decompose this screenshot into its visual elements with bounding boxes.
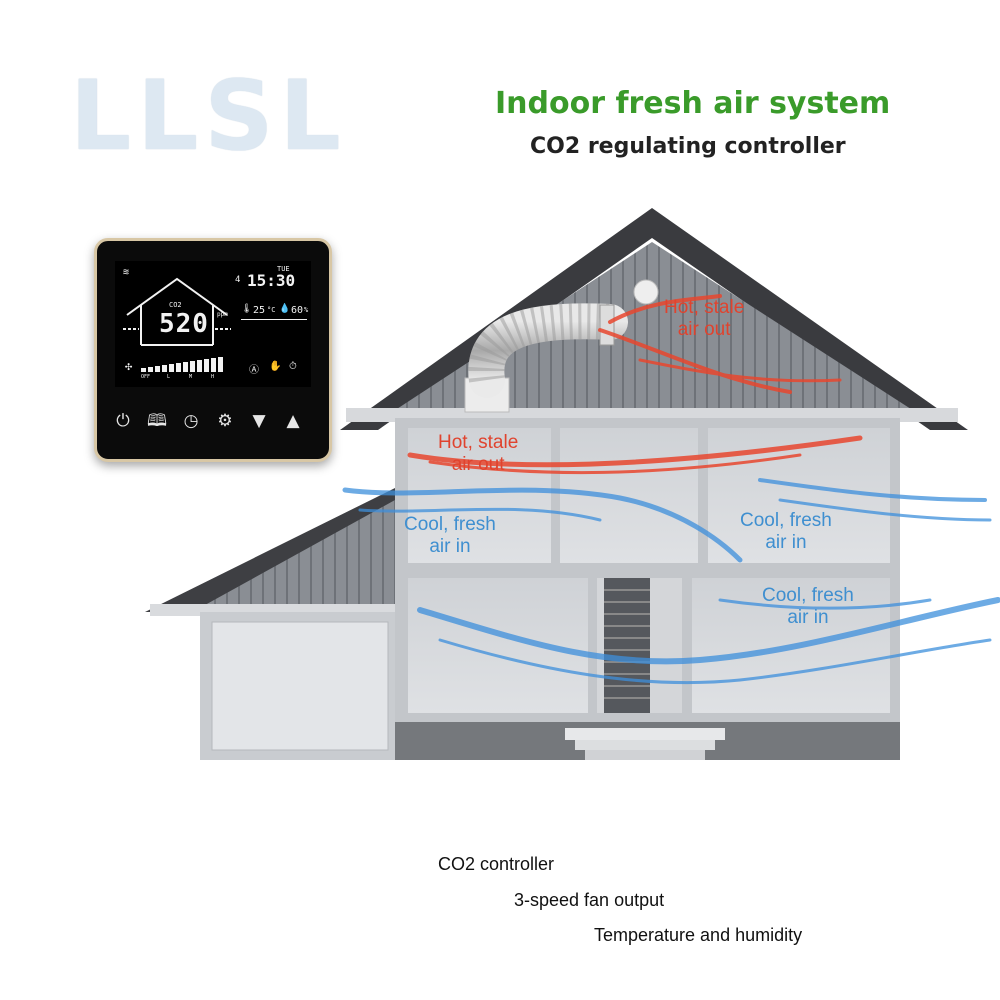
- room-upper-middle: [560, 428, 698, 563]
- entry-steps: [565, 728, 725, 740]
- settings-button[interactable]: ⚙: [217, 411, 233, 431]
- book-button[interactable]: 🕮: [146, 411, 168, 431]
- co2-controller-device: ≋ TUE 4 15:30 CO2 520 ppm 🌡 25 °C 💧 60 %…: [94, 238, 332, 462]
- fan-level-high: H: [211, 374, 215, 380]
- page-subtitle: CO2 regulating controller: [530, 134, 846, 159]
- fan-level-off: OFF: [141, 374, 151, 380]
- temperature-value: 25: [253, 305, 266, 316]
- co2-value: 520: [159, 309, 209, 339]
- thermometer-icon: 🌡: [241, 304, 253, 314]
- manual-hand-icon: ✋: [269, 361, 282, 372]
- house-outline-icon: [123, 277, 231, 346]
- day-label: TUE: [277, 265, 290, 273]
- humidity-value: 60: [291, 305, 304, 316]
- clock-button[interactable]: ◷: [183, 411, 199, 431]
- lcd-screen: ≋ TUE 4 15:30 CO2 520 ppm 🌡 25 °C 💧 60 %…: [115, 261, 311, 387]
- fan-level-medium: M: [189, 374, 193, 380]
- down-button[interactable]: ▼: [252, 411, 266, 431]
- room-lower-left: [408, 578, 588, 713]
- feature-co2-controller: CO2 controller: [438, 854, 555, 874]
- up-button[interactable]: ▲: [286, 411, 300, 431]
- staircase: [604, 578, 650, 713]
- attic-vent-icon: [633, 279, 659, 305]
- garage-door: [211, 621, 389, 751]
- humidity-unit: %: [304, 306, 309, 314]
- fan-icon: ✣: [125, 359, 133, 373]
- lcd-divider: [241, 319, 307, 320]
- auto-mode-icon: Ⓐ: [249, 365, 259, 376]
- fan-speed-bar: [141, 357, 223, 372]
- room-upper-right: [708, 428, 890, 563]
- room-upper-left: [408, 428, 551, 563]
- garage-gable: [205, 500, 395, 605]
- cool-airflow: [342, 478, 1000, 685]
- attic-gable: [380, 242, 928, 420]
- hot-airflow: [407, 294, 863, 475]
- co2-label: CO2: [169, 301, 182, 309]
- clock-day: 4: [235, 275, 241, 285]
- power-button[interactable]: ⏻: [116, 411, 130, 431]
- fan-mode-icon: ≋: [123, 267, 130, 278]
- temperature-unit: °C: [267, 306, 276, 314]
- timer-icon: ⏱: [289, 361, 297, 372]
- humidity-drop-icon: 💧: [279, 304, 291, 314]
- co2-unit: ppm: [217, 311, 228, 318]
- brand-logo: LLSL: [70, 60, 347, 172]
- fan-level-low: L: [167, 374, 171, 380]
- page-title: Indoor fresh air system: [495, 86, 891, 121]
- clock-time: 15:30: [247, 271, 296, 290]
- feature-temperature-humidity: Temperature and humidity: [594, 925, 803, 945]
- flex-duct: [468, 303, 628, 398]
- feature-3-speed-fan: 3-speed fan output: [514, 890, 665, 910]
